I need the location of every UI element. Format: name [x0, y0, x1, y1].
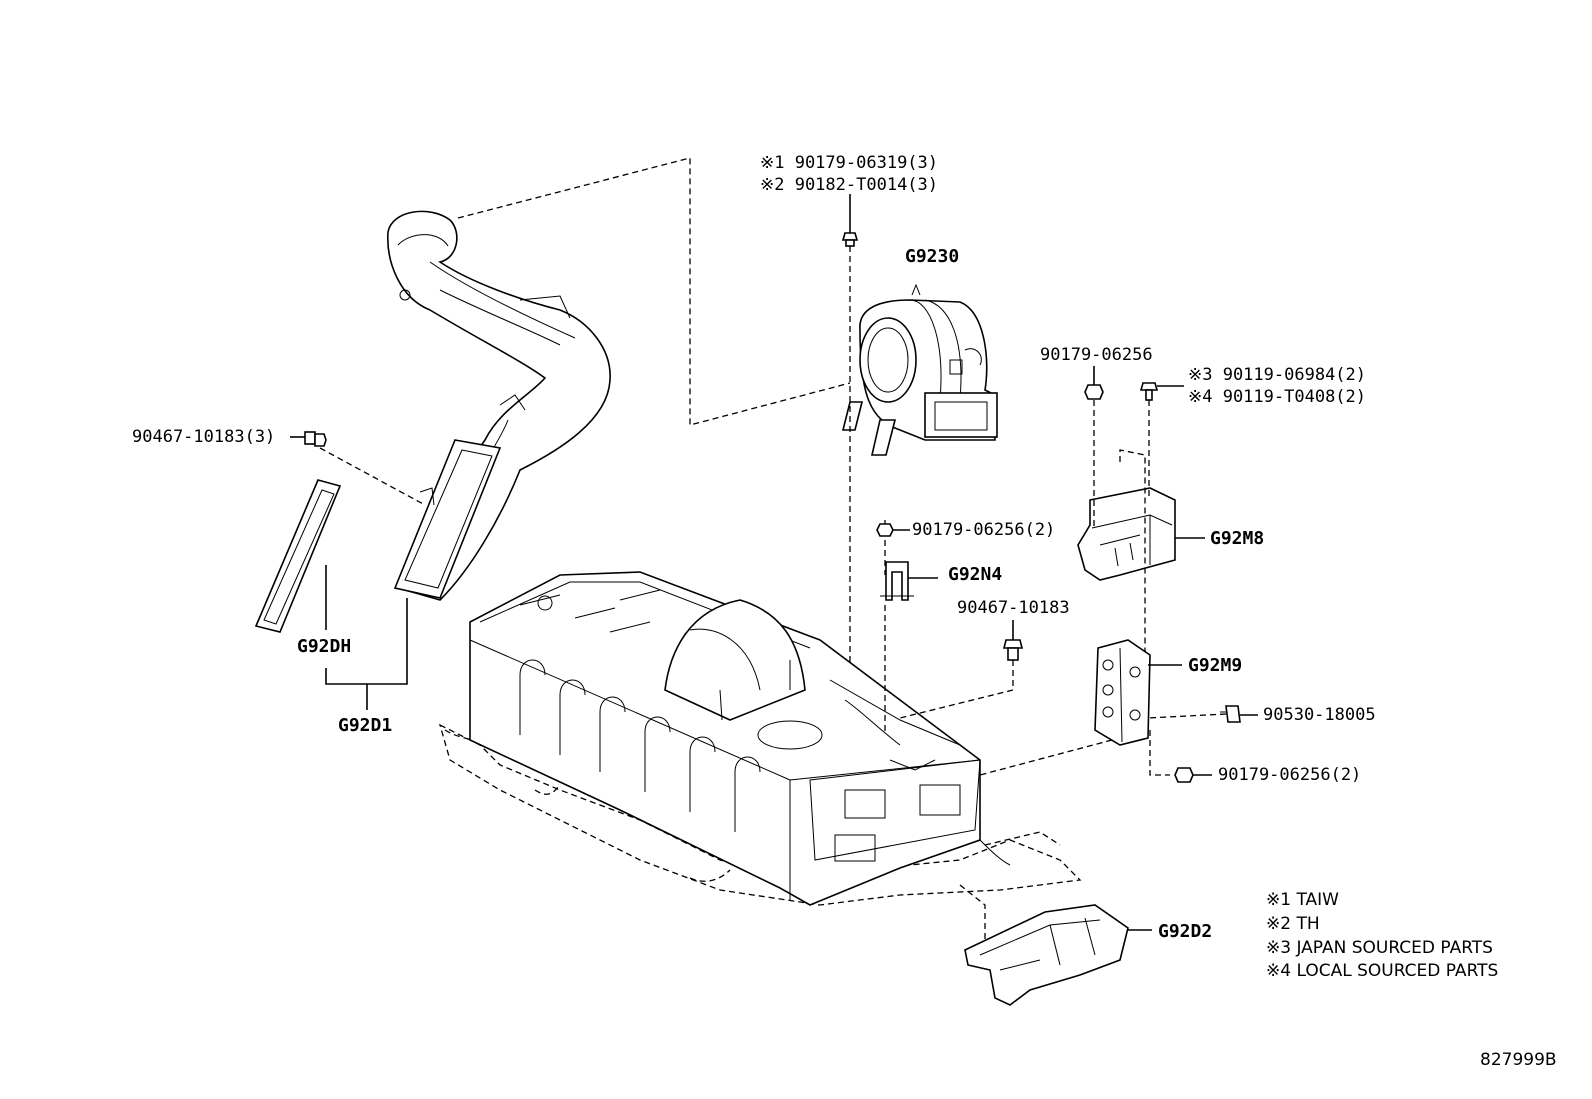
bolt-icon-3-4: [1139, 382, 1159, 401]
air-duct-g92d1: [387, 210, 611, 601]
clip-icon-90467-10183: [1002, 639, 1024, 661]
nut-icon-90179-06256-2a: [876, 523, 894, 537]
label-clip-90467-10183: 90467-10183: [957, 598, 1070, 618]
label-g92d2: G92D2: [1158, 921, 1212, 942]
gasket-g92dh: [254, 479, 342, 633]
label-g9230: G9230: [905, 246, 959, 267]
blower-motor-g9230: [841, 283, 998, 456]
label-g92d1: G92D1: [338, 715, 392, 736]
label-nut-90179-06256-2a: 90179-06256(2): [912, 520, 1055, 540]
note-3: ※3 JAPAN SOURCED PARTS: [1266, 938, 1493, 958]
note-4: ※4 LOCAL SOURCED PARTS: [1266, 961, 1498, 981]
cover-g92m9: [1094, 639, 1151, 746]
label-bolt-g9230-1: ※1 90179-06319(3): [760, 153, 938, 173]
note-2: ※2 TH: [1266, 914, 1320, 934]
label-g92n4: G92N4: [948, 564, 1002, 585]
diagram-id: 827999B: [1480, 1050, 1557, 1070]
note-1: ※1 TAIW: [1266, 890, 1339, 910]
label-bolt-g9230-2: ※2 90182-T0014(3): [760, 175, 938, 195]
nut-icon-90179-06256-2b: [1174, 767, 1194, 783]
label-nut-90179-06256-2b: 90179-06256(2): [1218, 765, 1361, 785]
label-g92m8: G92M8: [1210, 528, 1264, 549]
label-bolt-3: ※3 90119-06984(2): [1188, 365, 1366, 385]
label-clip-90467-10183-3: 90467-10183(3): [132, 427, 275, 447]
label-clip-90530-18005: 90530-18005: [1263, 705, 1376, 725]
battery-pack: [438, 571, 1082, 906]
bolt-icon-g9230: [841, 232, 859, 247]
air-duct-g92d2: [964, 904, 1129, 1006]
label-nut-90179-06256: 90179-06256: [1040, 345, 1153, 365]
label-g92m9: G92M9: [1188, 655, 1242, 676]
label-bolt-4: ※4 90119-T0408(2): [1188, 387, 1366, 407]
label-g92dh: G92DH: [297, 636, 351, 657]
ecu-bracket-g92m8: [1077, 487, 1176, 581]
nut-icon-90179-06256: [1084, 384, 1104, 400]
bracket-g92n4: [880, 561, 914, 601]
clip-icon-90530-18005: [1220, 705, 1241, 723]
clip-icon-90467-10183-3: [304, 431, 327, 447]
